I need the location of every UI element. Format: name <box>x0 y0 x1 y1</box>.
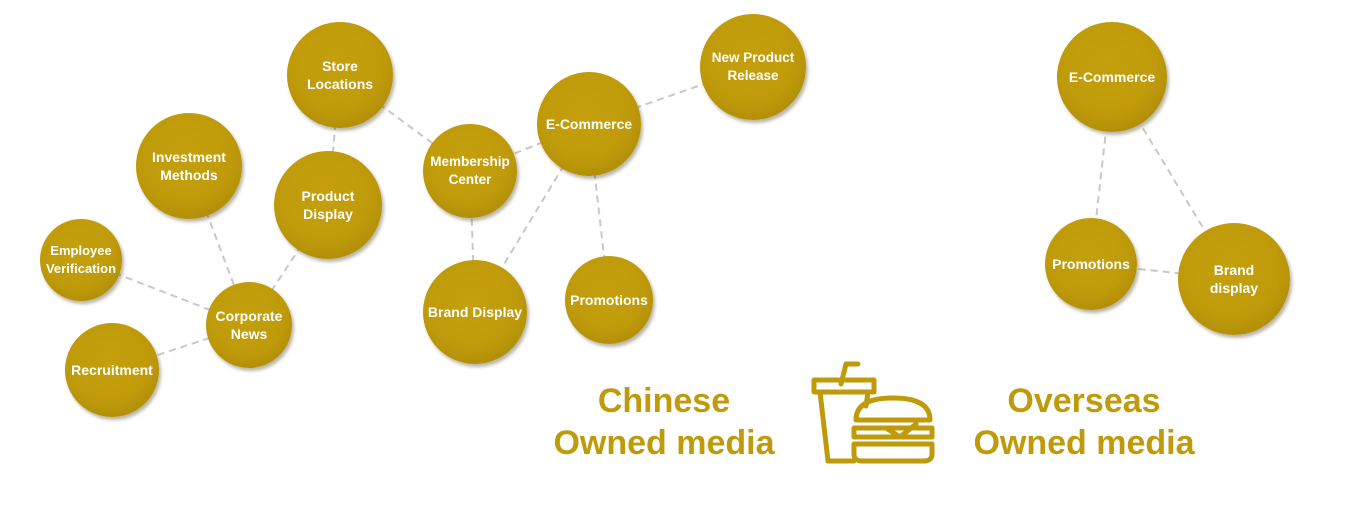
fast-food-icon <box>811 361 935 464</box>
node-investment-methods: Investment Methods <box>136 113 242 219</box>
node-corporate-news: Corporate News <box>206 282 292 368</box>
overseas-owned-media-label: Overseas Owned media <box>973 382 1195 462</box>
node-promotions-os: Promotions <box>1045 218 1137 310</box>
node-e-commerce-os: E-Commerce <box>1057 22 1167 132</box>
node-e-commerce-cn: E-Commerce <box>537 72 641 176</box>
node-product-display: Product Display <box>274 151 382 259</box>
node-new-product-release: New Product Release <box>700 14 806 120</box>
node-recruitment: Recruitment <box>65 323 159 417</box>
node-membership-center: Membership Center <box>423 124 517 218</box>
node-promotions-cn: Promotions <box>565 256 653 344</box>
connector-membership-center-e-commerce-cn <box>469 123 590 172</box>
node-brand-display-os: Brand display <box>1178 223 1290 335</box>
node-employee-verification: Employee Verification <box>40 219 122 301</box>
node-brand-display: Brand Display <box>423 260 527 364</box>
chinese-owned-media-label: Chinese Owned media <box>553 382 775 462</box>
node-store-locations: Store Locations <box>287 22 393 128</box>
